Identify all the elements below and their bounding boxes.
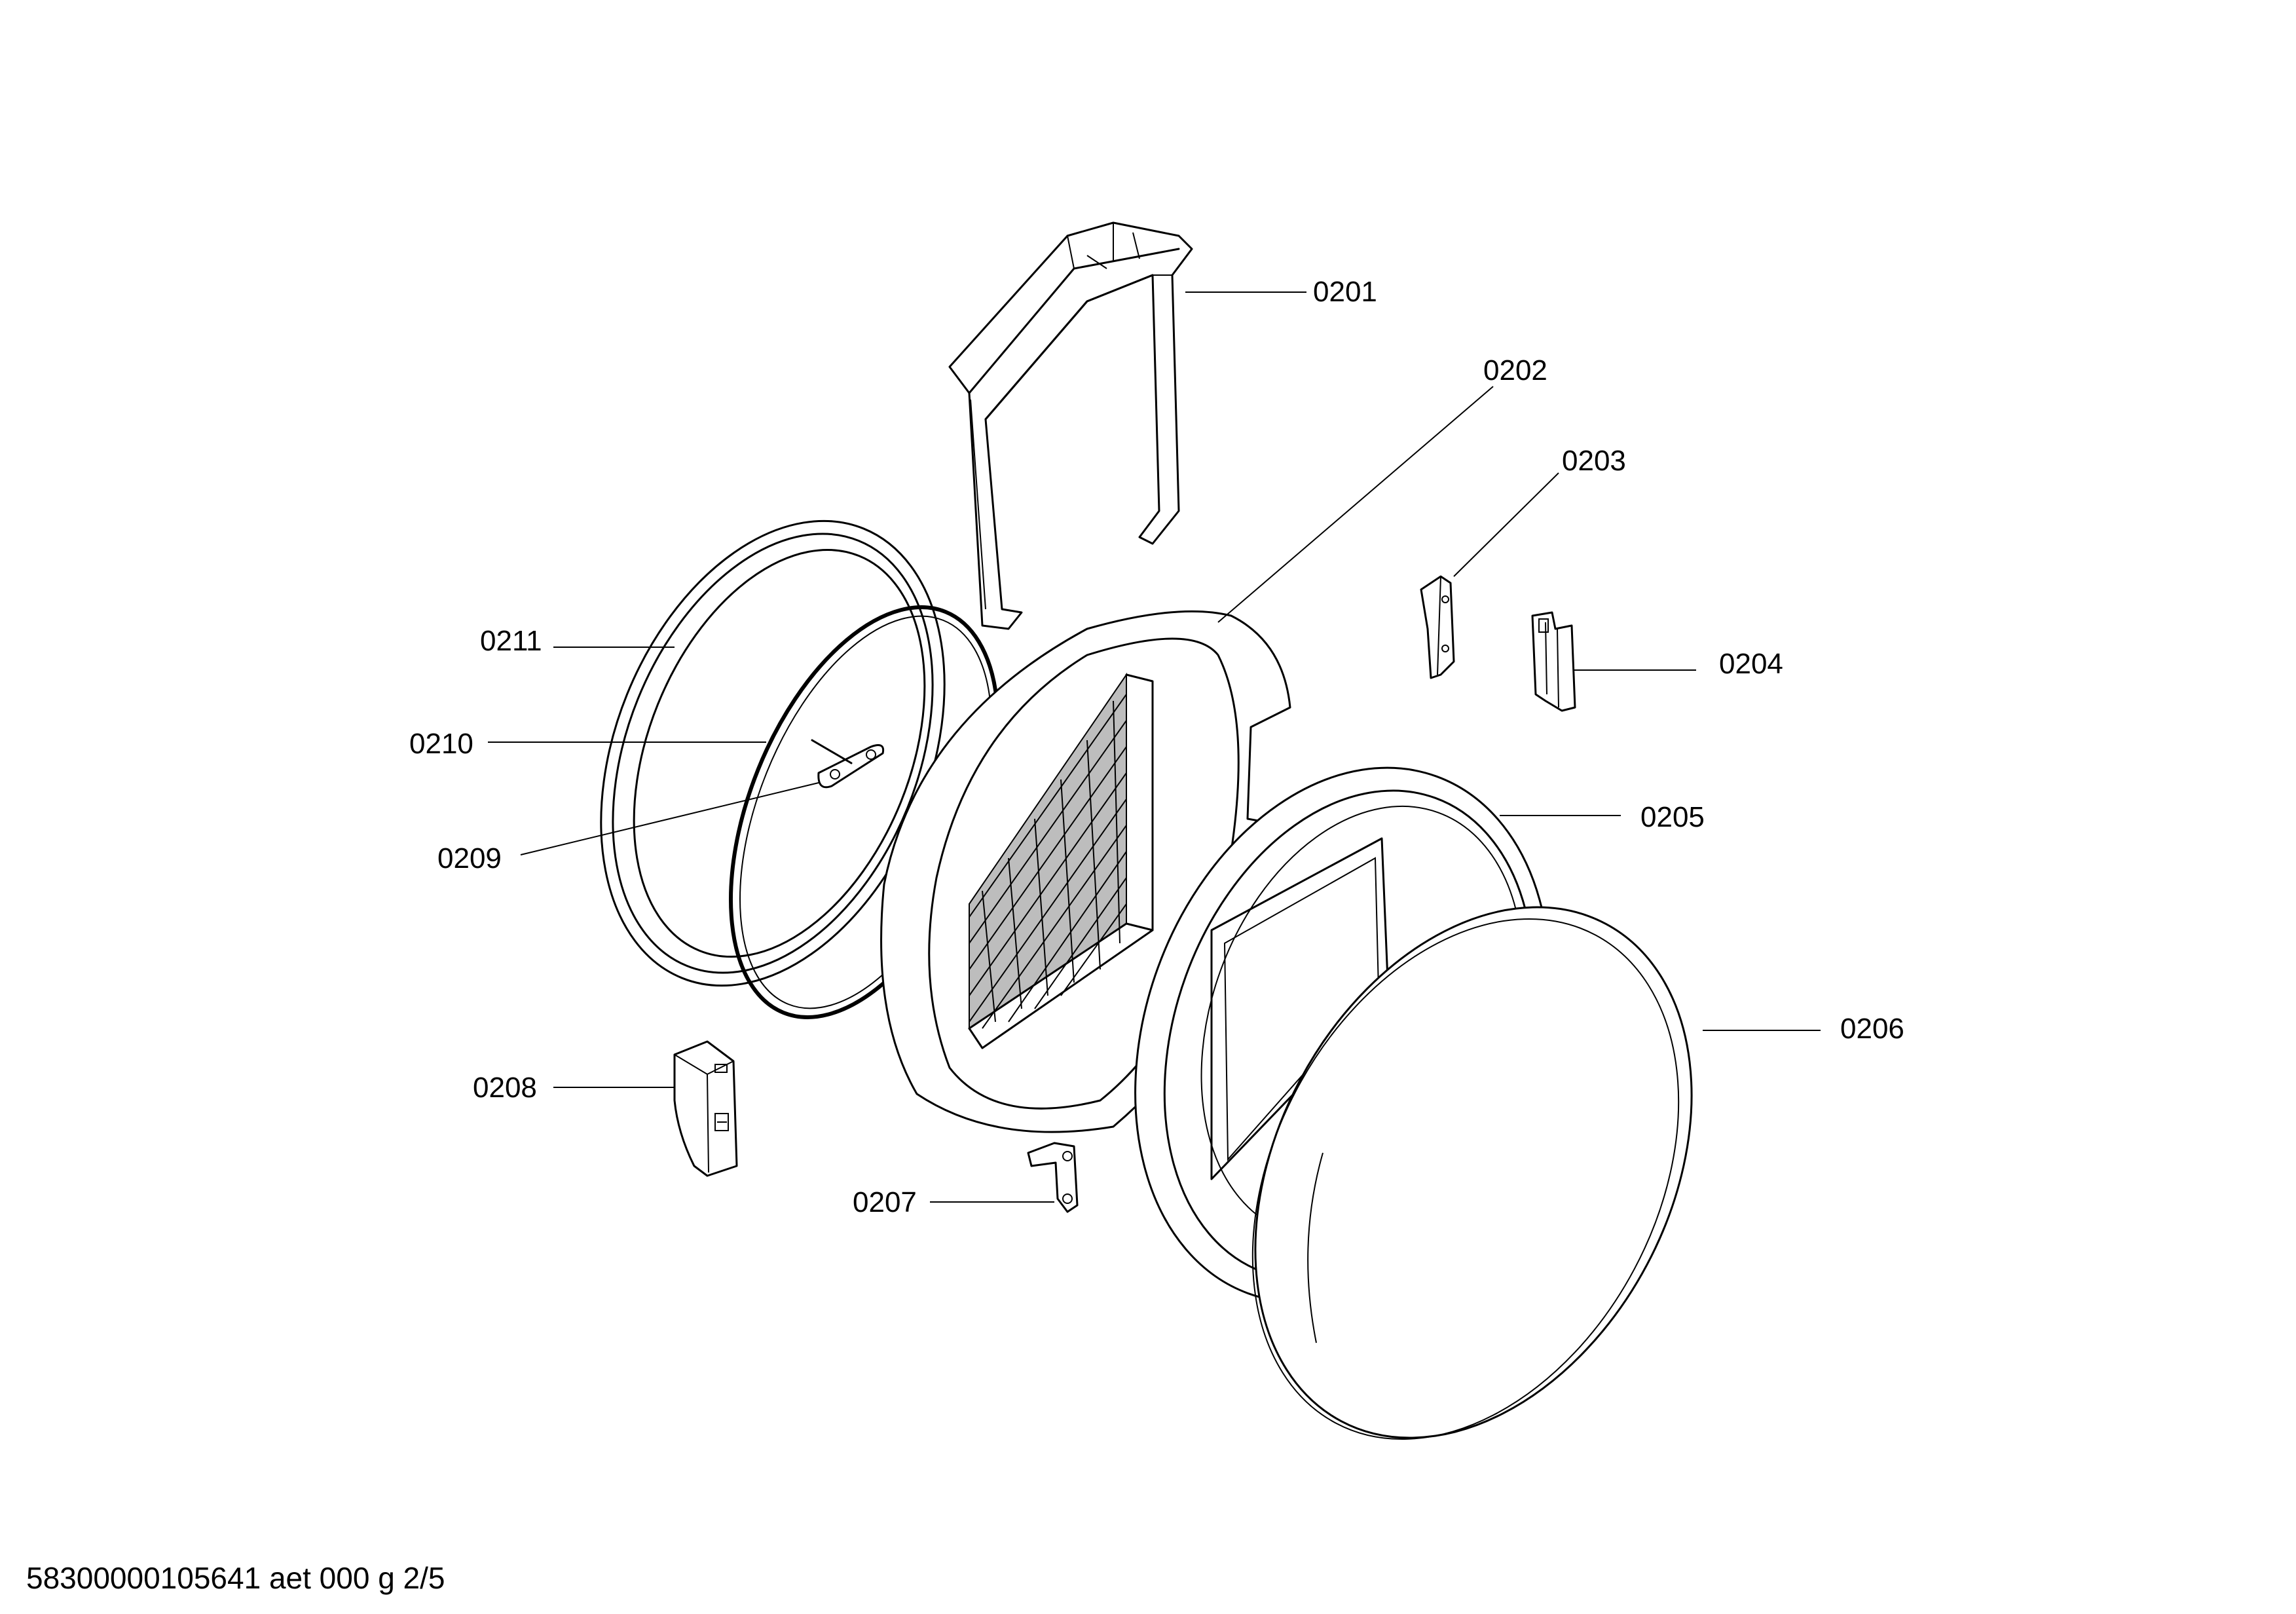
label-0205: 0205 bbox=[1640, 801, 1705, 833]
label-0210: 0210 bbox=[409, 728, 473, 760]
label-0201: 0201 bbox=[1313, 276, 1377, 308]
part-0208-lock bbox=[673, 1040, 738, 1177]
leader-0209 bbox=[520, 782, 819, 855]
label-0204: 0204 bbox=[1719, 648, 1783, 680]
document-id: 58300000105641 aet 000 g 2/5 bbox=[26, 1561, 445, 1595]
part-0204-hinge bbox=[1531, 611, 1576, 712]
part-0201-frame bbox=[948, 221, 1193, 630]
label-0208: 0208 bbox=[473, 1072, 537, 1104]
part-0207-catch bbox=[1027, 1142, 1079, 1213]
label-0211: 0211 bbox=[480, 625, 542, 657]
label-0202: 0202 bbox=[1483, 354, 1547, 386]
part-0209-pin bbox=[811, 739, 885, 789]
leader-0203 bbox=[1453, 472, 1559, 577]
part-0206-cover bbox=[1251, 906, 1693, 1440]
label-0203: 0203 bbox=[1562, 445, 1626, 477]
label-0209: 0209 bbox=[437, 842, 502, 874]
part-0203-hinge-plate bbox=[1420, 575, 1455, 679]
filter-mesh bbox=[969, 694, 1127, 1029]
label-0207: 0207 bbox=[853, 1186, 917, 1218]
label-0206: 0206 bbox=[1840, 1013, 1904, 1045]
leader-0202 bbox=[1217, 386, 1494, 623]
